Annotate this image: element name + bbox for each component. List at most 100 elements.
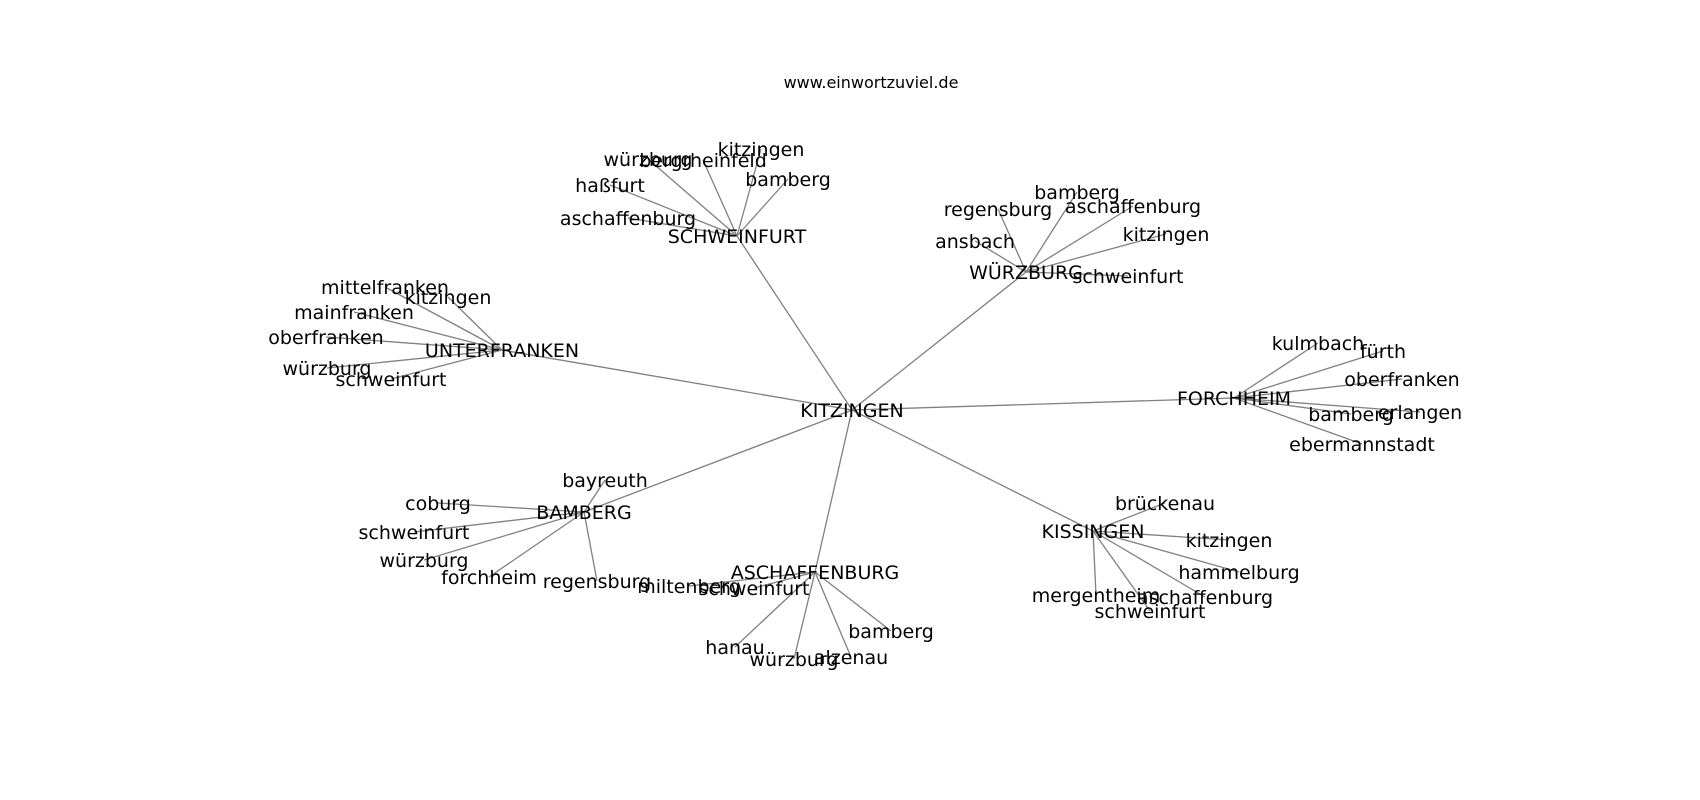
leaf-node-bayreuth: bayreuth [562,470,648,492]
leaf-node-hassfurt: haßfurt [575,175,645,197]
hub-node-schweinfurt: SCHWEINFURT [668,226,807,248]
leaf-node-mergentheim: mergentheim [1032,585,1160,607]
leaf-node-miltenberg: miltenberg [637,576,741,598]
edge-center-unterfranken [501,349,853,411]
edge-unterfranken-schweinfurt [390,349,503,380]
hub-node-kissingen: KISSINGEN [1042,521,1145,543]
edge-schweinfurt-hassfurt [609,184,738,237]
edge-center-kissingen [851,409,1094,532]
edge-center-schweinfurt [736,235,853,411]
edge-kissingen-bruckenau [1092,502,1166,532]
edge-kissingen-hammelburg [1092,530,1240,573]
leaf-node-kitzingen: kitzingen [405,287,492,309]
edge-aschaffenburg-bamberg [814,571,892,632]
edge-layer [325,148,1421,660]
leaf-node-kitzingen: kitzingen [1186,530,1273,552]
edge-kissingen-mergentheim [1092,530,1097,596]
leaf-node-ebermannstadt: ebermannstadt [1289,434,1435,456]
leaf-node-kulmbach: kulmbach [1272,333,1364,355]
leaf-node-mittelfranken: mittelfranken [321,277,449,299]
leaf-node-alzenau: alzenau [814,647,888,669]
edge-wurzburg-schweinfurt [1025,271,1129,277]
leaf-node-wurzburg: würzburg [603,149,692,171]
edge-bamberg-regensburg [583,511,598,582]
edge-aschaffenburg-alzenau [814,571,852,658]
leaf-node-bamberg: bamberg [1308,404,1394,426]
edge-bamberg-wurzburg [423,511,585,561]
leaf-node-oberfranken: oberfranken [268,327,383,349]
label-layer: KITZINGENSCHWEINFURTwürzburgbergrheinfel… [268,139,1462,671]
leaf-node-aschaffenburg: aschaffenburg [560,208,696,230]
leaf-node-kitzingen: kitzingen [1123,224,1210,246]
edge-forchheim-oberfranken [1233,378,1403,399]
edge-aschaffenburg-schweinfurt [753,571,816,589]
leaf-node-bamberg: bamberg [1034,182,1120,204]
leaf-node-regensburg: regensburg [543,571,651,593]
edge-schweinfurt-wurzburg [647,158,738,237]
site-title: www.einwortzuviel.de [784,73,959,92]
edge-wurzburg-aschaffenburg [1025,205,1134,273]
hub-node-aschaffenburg: ASCHAFFENBURG [731,562,900,584]
leaf-node-wurzburg: würzburg [379,550,468,572]
edge-schweinfurt-aschaffenburg [627,217,738,237]
leaf-node-bruckenau: brückenau [1115,493,1215,515]
edge-center-wurzburg [851,271,1027,411]
leaf-node-hanau: hanau [705,637,764,659]
leaf-node-coburg: coburg [405,493,471,515]
leaf-node-schweinfurt: schweinfurt [1095,601,1206,623]
leaf-node-hammelburg: hammelburg [1178,562,1299,584]
edge-unterfranken-oberfranken [325,336,503,351]
edge-forchheim-ebermannstadt [1233,397,1363,445]
center-node-label: KITZINGEN [800,400,903,422]
leaf-node-oberfranken: oberfranken [1344,369,1459,391]
leaf-node-schweinfurt: schweinfurt [699,578,810,600]
leaf-node-kitzingen: kitzingen [718,139,805,161]
edge-forchheim-bamberg [1233,397,1352,415]
leaf-node-wurzburg: würzburg [749,649,838,671]
leaf-node-forchheim: forchheim [441,567,537,589]
edge-center-aschaffenburg [814,409,853,573]
leaf-node-schweinfurt: schweinfurt [1073,266,1184,288]
edge-bamberg-forchheim [488,511,585,578]
edge-schweinfurt-bergrheinfeld [702,159,738,237]
edge-aschaffenburg-miltenberg [688,571,816,587]
edge-wurzburg-ansbach [974,240,1027,273]
edge-wurzburg-bamberg [1025,191,1078,273]
edge-forchheim-furth [1233,350,1384,399]
edge-aschaffenburg-wurzburg [793,571,816,660]
leaf-node-erlangen: erlangen [1378,402,1462,424]
leaf-node-aschaffenburg: aschaffenburg [1065,196,1201,218]
leaf-node-furth: fürth [1360,341,1406,363]
edge-kissingen-schweinfurt [1092,530,1151,612]
edge-unterfranken-mainfranken [353,311,503,351]
leaf-node-bamberg: bamberg [848,621,934,643]
edge-unterfranken-mittelfranken [384,286,503,351]
hub-node-forchheim: FORCHHEIM [1177,388,1291,410]
leaf-node-regensburg: regensburg [944,199,1052,221]
edge-center-bamberg [583,409,853,513]
leaf-node-bergrheinfeld: bergrheinfeld [639,150,767,172]
hub-node-wurzburg: WÜRZBURG [969,261,1083,284]
edge-schweinfurt-kitzingen [736,148,762,237]
edge-bamberg-bayreuth [583,479,606,513]
leaf-node-aschaffenburg: aschaffenburg [1137,587,1273,609]
hub-node-unterfranken: UNTERFRANKEN [425,340,579,362]
leaf-node-ansbach: ansbach [935,231,1015,253]
edge-kissingen-aschaffenburg [1092,530,1206,598]
edge-forchheim-erlangen [1233,397,1421,413]
edge-center-forchheim [851,397,1235,411]
leaf-node-wurzburg: würzburg [282,358,371,380]
edge-schweinfurt-bamberg [736,178,789,237]
edge-wurzburg-regensburg [997,208,1027,273]
edge-unterfranken-kitzingen [447,296,503,351]
leaf-node-bamberg: bamberg [745,169,831,191]
edge-bamberg-schweinfurt [413,511,585,533]
edge-forchheim-kulmbach [1233,342,1319,399]
edge-bamberg-coburg [437,502,585,513]
edge-unterfranken-wurzburg [326,349,503,369]
edge-wurzburg-kitzingen [1025,233,1167,273]
leaf-node-schweinfurt: schweinfurt [336,369,447,391]
hub-node-bamberg: BAMBERG [536,502,631,524]
edge-aschaffenburg-hanau [734,571,816,648]
